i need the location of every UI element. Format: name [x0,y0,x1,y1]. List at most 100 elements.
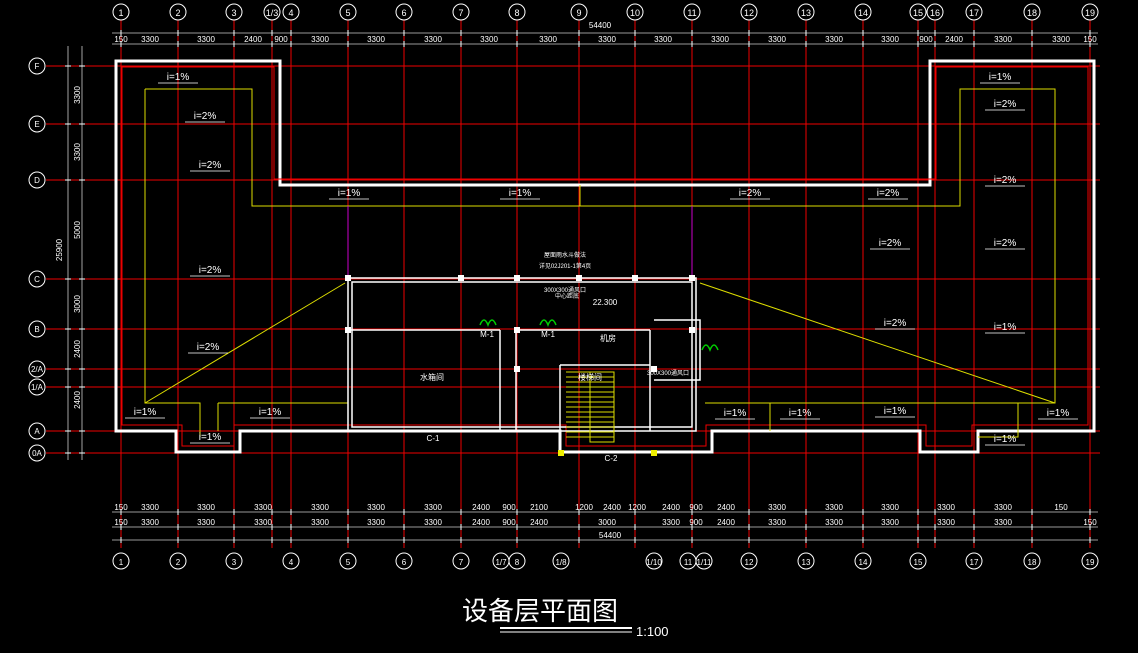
dim-bottom-1: 2400 [603,503,621,512]
axis-bubble-bottom [909,552,927,570]
room-label: M-1 [480,330,494,339]
axis-label-top: 1 [118,8,123,18]
drainage-line [145,88,1056,438]
dim-top: 3300 [881,35,899,44]
axis-bubble-bottom [965,552,983,570]
axis-label-bottom: 8 [515,558,520,567]
slope-label: i=2% [877,188,900,199]
axis-label-bottom: 11 [684,558,693,567]
axis-bubble-top [683,3,701,21]
axis-bubble-top [570,3,588,21]
core-wall [351,281,693,428]
column [576,275,582,281]
axis-bubble-top [926,3,944,21]
axis-label-left: E [34,120,39,129]
axis-bubble-top [169,3,187,21]
axis-bubble-bottom [1023,552,1041,570]
dim-top: 3300 [141,35,159,44]
dim-top: 150 [1083,35,1097,44]
dim-bottom-2: 2400 [717,518,735,527]
stair-core [345,275,719,456]
room-label: 水箱间 [420,372,444,382]
axis-label-top: 8 [514,8,519,18]
axis-label-top: 10 [630,8,640,18]
axis-bubble-bottom [645,552,663,570]
axis-bubble-top [452,3,470,21]
dim-bottom-2: 3300 [424,518,442,527]
dim-top: 3300 [539,35,557,44]
axis-bubble-left [28,444,46,462]
dim-bottom-2: 3300 [937,518,955,527]
dim-bottom-1: 1200 [628,503,646,512]
note-label: 屋面雨水斗做法 [544,251,586,259]
dim-bottom-1: 3300 [768,503,786,512]
drainage-line [699,282,1056,404]
dim-top: 900 [919,35,933,44]
dim-bottom-2: 3300 [825,518,843,527]
axis-bubble-bottom [854,552,872,570]
dim-bottom-1: 2400 [662,503,680,512]
dim-top: 3300 [424,35,442,44]
core-wall [654,319,701,381]
axis-bubble-top [112,3,130,21]
slope-label: i=1% [789,408,812,419]
column [651,450,657,456]
dim-bottom-1: 150 [1054,503,1068,512]
dim-top: 900 [274,35,288,44]
dim-left: 2400 [73,391,82,409]
dim-bottom-2: 150 [114,518,128,527]
dim-top: 3300 [994,35,1012,44]
dim-bottom-1: 3300 [881,503,899,512]
note-label: 中心距底 [555,292,579,300]
room-label: 机房 [600,333,616,343]
axis-label-top: 11 [687,8,696,18]
dim-top-total: 54400 [589,21,612,30]
axis-bubble-bottom [508,552,526,570]
dim-bottom-1: 3300 [825,503,843,512]
dim-bottom-1: 3300 [254,503,272,512]
slope-label: i=2% [197,342,220,353]
note-label: 300X300通风口 [647,369,689,377]
slope-label: i=1% [994,434,1017,445]
dim-top: 3300 [480,35,498,44]
dim-left: 5000 [73,221,82,239]
axis-bubble-top [508,3,526,21]
axis-bubble-left [28,115,46,133]
dim-top: 3300 [711,35,729,44]
axis-label-left: 1/A [31,383,44,392]
axis-label-top: 17 [969,8,979,18]
dim-bottom-2: 3300 [881,518,899,527]
column [458,275,464,281]
drainage-line [144,282,346,404]
axis-bubble-bottom [1081,552,1099,570]
slope-label: i=2% [994,175,1017,186]
axis-label-bottom: 5 [346,558,351,567]
axis-label-bottom: 1/8 [555,558,567,567]
axis-bubble-bottom [282,552,300,570]
slope-label: i=2% [194,111,217,122]
axis-label-top: 15 [913,8,923,18]
slope-label: i=2% [879,238,902,249]
dim-bottom-1: 3300 [367,503,385,512]
room-label: M-1 [541,330,555,339]
axis-label-bottom: 3 [232,558,237,567]
axis-bubble-top [740,3,758,21]
dim-top: 2400 [244,35,262,44]
axis-label-left: D [34,176,40,185]
axis-label-bottom: 1/7 [495,558,507,567]
door-swing [539,319,557,328]
room-label: C-2 [605,454,618,463]
axis-label-bottom: 12 [745,558,754,567]
axis-gridlines [46,20,1100,548]
axis-label-bottom: 14 [859,558,868,567]
axis-label-bottom: 7 [459,558,464,567]
dim-bottom-2: 3300 [311,518,329,527]
slope-label: i=1% [167,72,190,83]
dim-top: 3300 [197,35,215,44]
drawing-title: 设备层平面图 [462,597,618,627]
dim-top: 3300 [654,35,672,44]
dim-left: 2400 [73,340,82,358]
axis-bubble-top [339,3,357,21]
axis-label-bottom: 4 [289,558,294,567]
